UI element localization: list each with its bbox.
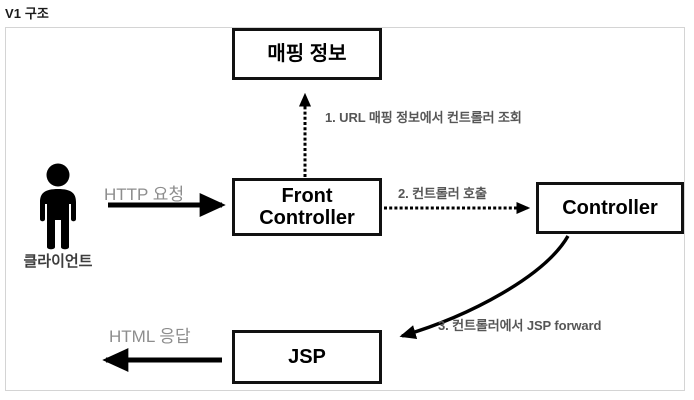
client-label: 클라이언트 xyxy=(23,253,93,270)
node-controller[interactable]: Controller xyxy=(536,182,684,234)
node-jsp-label: JSP xyxy=(288,345,326,368)
edge-label-step2: 2. 컨트롤러 호출 xyxy=(398,186,487,201)
node-jsp[interactable]: JSP xyxy=(232,330,382,384)
node-front-controller-label: Front Controller xyxy=(235,185,379,230)
node-front-controller-label-line2: Controller xyxy=(259,207,355,229)
node-mapping-info[interactable]: 매핑 정보 xyxy=(232,28,382,80)
page-title: V1 구조 xyxy=(5,6,49,21)
edge-label-http-request: HTTP 요청 xyxy=(104,185,185,204)
node-controller-label: Controller xyxy=(562,196,658,219)
edge-label-html-response: HTML 응답 xyxy=(109,327,191,346)
node-front-controller-label-line1: Front xyxy=(281,184,333,207)
node-front-controller[interactable]: Front Controller xyxy=(232,178,382,236)
client-person-icon xyxy=(32,162,84,250)
node-mapping-info-label: 매핑 정보 xyxy=(267,42,347,65)
edge-label-step3: 3. 컨트롤러에서 JSP forward xyxy=(438,318,602,333)
edge-label-step1: 1. URL 매핑 정보에서 컨트롤러 조회 xyxy=(325,110,522,125)
